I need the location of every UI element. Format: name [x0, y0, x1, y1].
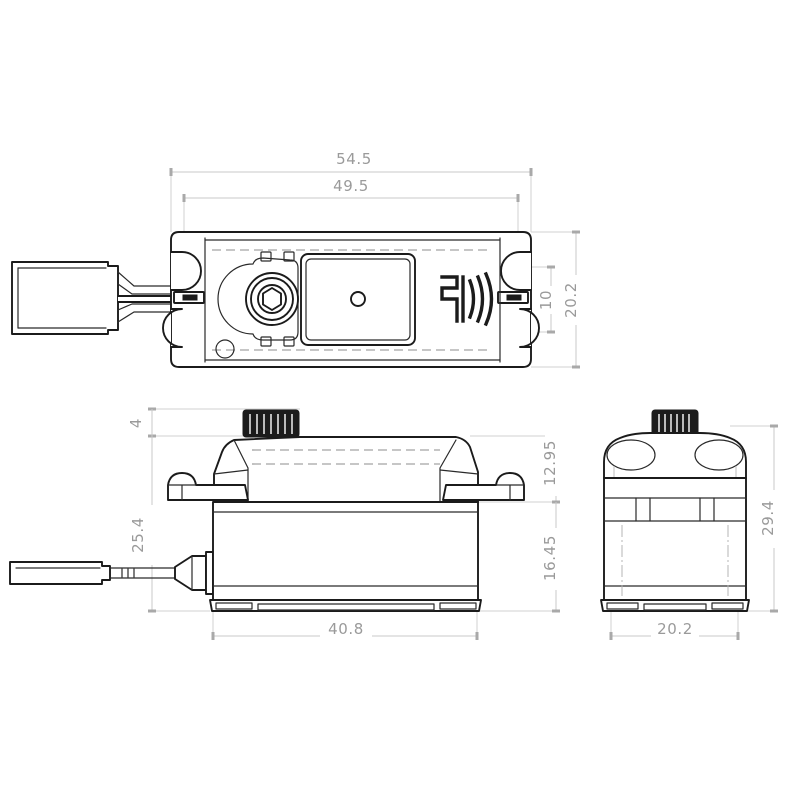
dim-label-25-4: 25.4 — [129, 517, 147, 553]
top-cover-plate — [300, 253, 416, 346]
dimension-total-height: 25.4 — [129, 409, 210, 613]
output-spline-side — [242, 409, 300, 438]
dim-label-20-2-top: 20.2 — [562, 282, 580, 318]
dimension-body-length: 40.8 — [211, 611, 479, 640]
output-spline-top — [215, 251, 299, 359]
front-body — [603, 477, 747, 601]
dimension-lower-height: 16.45 — [478, 502, 565, 613]
mounting-slot-right-top — [500, 251, 532, 291]
case-screw-boss-br — [283, 336, 295, 347]
servo-wires — [117, 271, 183, 323]
dim-label-20-2-front: 20.2 — [657, 620, 693, 638]
top-view-case — [204, 237, 501, 363]
mounting-slot-right-bottom — [519, 308, 540, 348]
dim-label-54-5: 54.5 — [336, 150, 372, 168]
dim-label-29-4: 29.4 — [759, 500, 777, 536]
spline-knurl — [249, 414, 293, 434]
side-lower-body — [212, 501, 479, 601]
mounting-slot-left-bottom — [162, 308, 183, 348]
dimension-upper-height: 12.95 — [470, 430, 565, 504]
top-view: 54.5 49.5 20.2 — [11, 147, 586, 369]
servo-connector — [11, 261, 183, 335]
mounting-slot-left-top — [170, 251, 202, 291]
side-bottom-case — [209, 599, 482, 612]
dim-label-4: 4 — [127, 418, 145, 428]
front-bottom-case — [600, 599, 750, 612]
side-upper-case — [213, 436, 479, 503]
dimension-front-height: 29.4 — [730, 424, 783, 613]
case-screw-boss-bl — [260, 336, 272, 347]
cover-center-hole — [350, 291, 366, 307]
side-view: 4 25.4 12.95 16.45 — [9, 407, 565, 640]
case-screw-boss-tr — [283, 251, 295, 262]
servo-lead-side — [9, 551, 214, 595]
front-view: 29.4 20.2 — [600, 409, 783, 640]
dimension-overall-width: 20.2 — [531, 230, 586, 369]
dim-label-12-95: 12.95 — [541, 440, 559, 486]
spline-knurl-front — [658, 414, 690, 434]
dimension-overall-length: 54.5 — [169, 147, 533, 232]
side-mounting-tabs — [167, 472, 525, 501]
dim-label-16-45: 16.45 — [541, 535, 559, 581]
dimension-front-width: 20.2 — [609, 611, 740, 640]
case-screw-boss-tl — [260, 251, 272, 262]
case-screw-hole — [215, 339, 235, 359]
dim-label-49-5: 49.5 — [333, 177, 369, 195]
brand-logo-top — [440, 271, 494, 327]
dim-label-40-8: 40.8 — [328, 620, 364, 638]
dim-label-10: 10 — [537, 290, 555, 310]
